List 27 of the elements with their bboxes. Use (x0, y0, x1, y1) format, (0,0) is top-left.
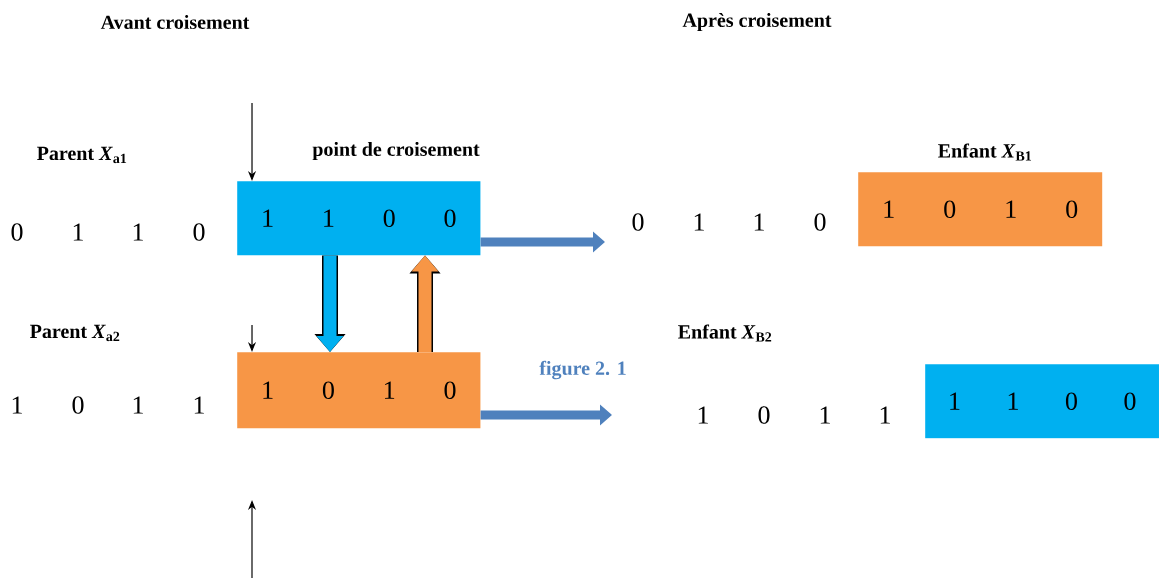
digit: 1 (754, 213, 764, 231)
digit: 1 (73, 223, 83, 241)
digit: 1 (133, 223, 143, 241)
digit: 1 (694, 213, 704, 231)
digit: 0 (758, 406, 770, 424)
heading: Enfant X$_{B2}$ (678, 324, 772, 342)
digit-box: 1 0 1 0 (237, 352, 481, 429)
digit-box: 1 0 1 0 (858, 172, 1103, 247)
heading: Après croisement (682, 12, 832, 32)
digit: 1 (820, 406, 830, 424)
heading: Avant croisement (100, 14, 250, 30)
digit: 0 (632, 213, 644, 231)
digit: 0 (11, 223, 23, 241)
digit: 1 (133, 396, 143, 414)
digit: 1 (880, 406, 890, 424)
digit-box: 1 1 0 0 (925, 364, 1159, 439)
digit: 0 (72, 396, 84, 414)
heading: Parent X$_{a1}$ (37, 146, 127, 164)
digit-box: 1 1 0 0 (237, 181, 481, 256)
figure-caption: figure 2. 1 (539, 360, 626, 380)
heading: Parent X$_{a2}$ (30, 324, 120, 342)
digit: 0 (814, 213, 826, 231)
digit: 1 (12, 396, 22, 414)
digit: 1 (194, 396, 204, 414)
heading: point de croisement (312, 141, 480, 161)
digit: 0 (193, 223, 205, 241)
digit: 1 (698, 406, 708, 424)
